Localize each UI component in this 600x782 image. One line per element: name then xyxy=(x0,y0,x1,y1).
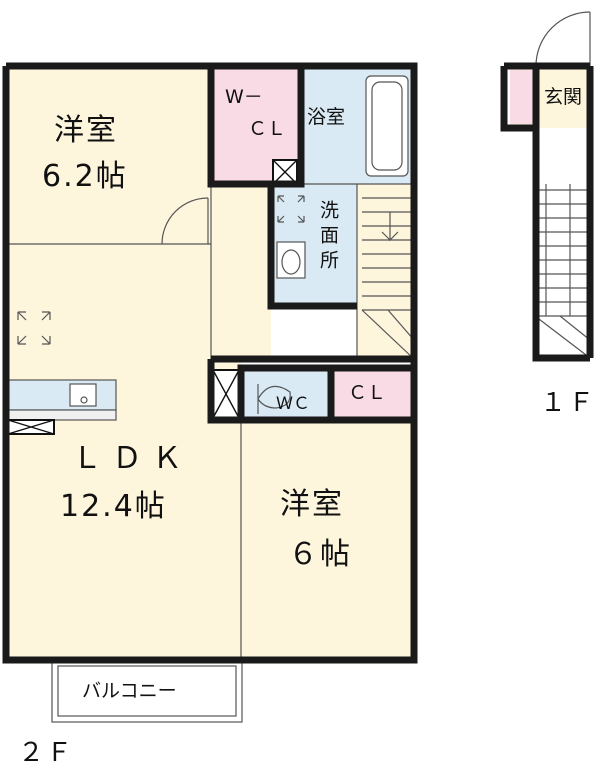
closet-label: ＣＬ xyxy=(348,382,387,404)
western-room-2-name: 洋室 xyxy=(280,487,344,522)
floor-1f-label: １Ｆ xyxy=(540,388,597,418)
western-room-1-area xyxy=(6,66,211,244)
bathroom-label: 浴室 xyxy=(307,106,346,128)
ldk-area xyxy=(6,244,241,660)
balcony-label: バルコニー xyxy=(82,680,177,702)
entrance-label: 玄関 xyxy=(544,86,583,108)
closet-area xyxy=(331,368,414,420)
western-room-1-name: 洋室 xyxy=(54,113,118,148)
wc-area xyxy=(241,368,331,420)
western-room-2-size: ６帖 xyxy=(288,537,352,572)
washroom-label: 洗面所 xyxy=(317,200,339,275)
floor-2f-label: ２Ｆ xyxy=(18,738,75,768)
walk-in-closet-label-bottom: ＣＬ xyxy=(248,118,287,140)
western-room-2-area xyxy=(241,420,414,660)
ldk-name: ＬＤＫ xyxy=(72,441,192,476)
entrance-closet xyxy=(510,70,536,124)
western-room-1-size: 6.2帖 xyxy=(42,159,128,194)
ldk-size: 12.4帖 xyxy=(60,489,167,524)
walk-in-closet-label-top: W－ xyxy=(225,86,263,108)
wc-label: ＷＣ xyxy=(276,394,310,414)
